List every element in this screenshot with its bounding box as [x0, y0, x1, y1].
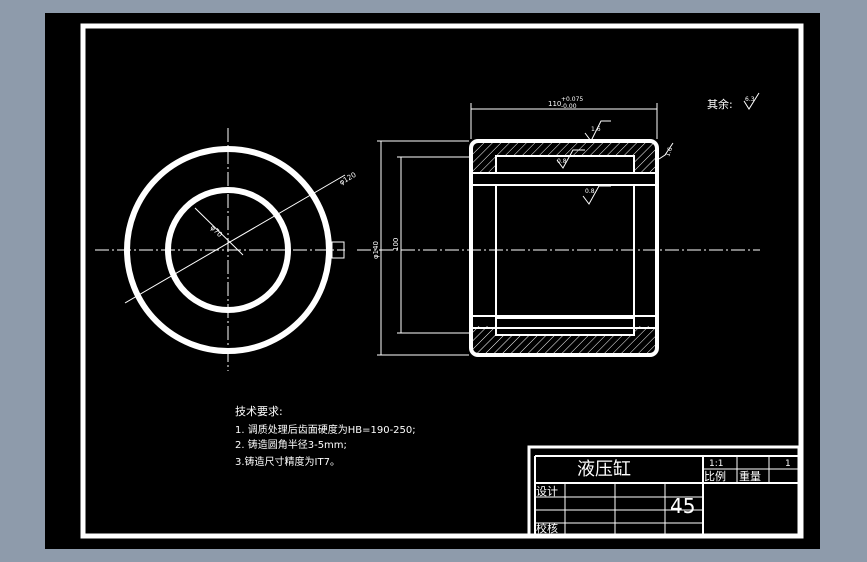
- rough-symbol-inner: [556, 149, 585, 169]
- dia-leader-inner: [194, 207, 244, 256]
- dim-height-inner-label: 100: [392, 238, 400, 251]
- engineering-drawing: φ120 φ70: [80, 23, 804, 539]
- inner-dia-label: φ70: [209, 224, 224, 239]
- drawing-frame: φ120 φ70: [45, 13, 820, 549]
- dia-leader-outer: [124, 174, 346, 304]
- side-mark: [331, 241, 345, 259]
- tech-req-item-2: 2. 铸造圆角半径3-5mm;: [235, 438, 347, 451]
- outer-dia-label: φ120: [338, 171, 358, 187]
- rough-symbol-top: [584, 120, 611, 142]
- rough-right-label: 1.6: [664, 146, 674, 158]
- section-view: [357, 92, 760, 357]
- dim-tol-lower: -0.00: [561, 103, 577, 110]
- tech-req-item-3: 3.铸造尺寸精度为IT7。: [235, 455, 340, 468]
- scale-value: 1:1: [709, 459, 723, 469]
- title-block: [527, 445, 801, 538]
- material-label: 45: [670, 494, 695, 518]
- rough-symbol-right: [658, 142, 674, 160]
- rough-symbol-mid: [582, 185, 611, 205]
- outer-border: [80, 23, 804, 539]
- dim-width-label: 110: [548, 100, 561, 108]
- rough-mid-label: 0.8: [585, 188, 595, 195]
- outer-circle: [124, 146, 332, 354]
- inner-circle: [165, 187, 291, 313]
- rough-inner-label: 0.8: [557, 158, 567, 165]
- surface-rest-value: 6.3: [745, 96, 755, 103]
- rough-top-label: 1.6: [591, 126, 601, 133]
- design-label: 设计: [536, 485, 558, 498]
- sheet-count: 1: [785, 459, 791, 469]
- rough-symbol-rest: [743, 92, 760, 110]
- tech-req-item-1: 1. 调质处理后齿面硬度为HB=190-250;: [235, 423, 416, 436]
- front-view: [95, 128, 346, 371]
- check-label: 校核: [536, 521, 558, 535]
- part-name: 液压缸: [577, 458, 631, 480]
- weight-label: 重量: [739, 469, 761, 483]
- surface-rest-label: 其余:: [707, 97, 733, 111]
- scale-label: 比例: [704, 469, 726, 483]
- dim-tol-upper: +0.075: [561, 96, 583, 103]
- tech-requirements: 技术要求: 1. 调质处理后齿面硬度为HB=190-250; 2. 铸造圆角半径…: [235, 405, 416, 468]
- body-outline: [469, 139, 659, 357]
- tech-req-title: 技术要求:: [235, 405, 283, 418]
- dim-height-left-label: φ140: [372, 241, 380, 259]
